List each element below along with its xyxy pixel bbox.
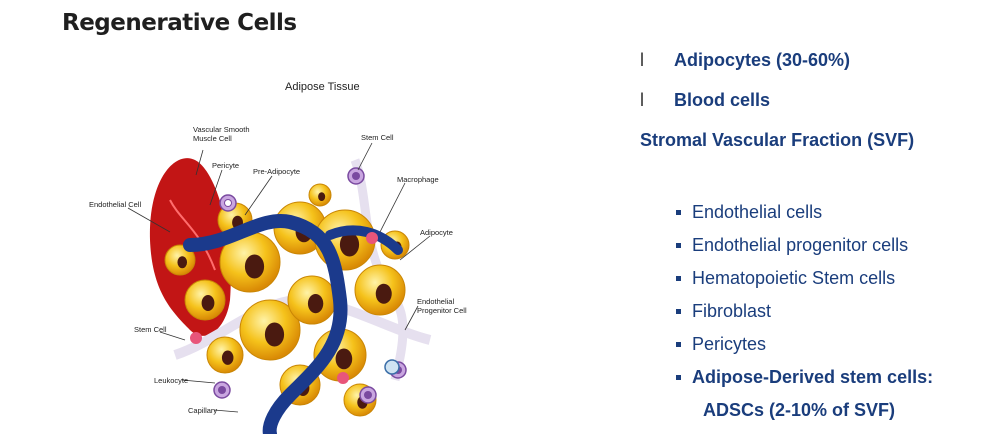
adipocyte-nucleus — [318, 192, 326, 202]
macrophage-cell — [366, 232, 378, 244]
label-leader-line — [357, 142, 373, 171]
label-epc-line1: Endothelial — [417, 297, 455, 306]
stem-cell-nucleus — [218, 386, 226, 394]
label-vsmc-line2: Muscle Cell — [193, 134, 232, 143]
adipose-tissue-figure: Adipose Tissue Vascular Smooth Muscle Ce… — [89, 81, 467, 434]
label-leader-line — [195, 149, 204, 176]
macrophage-cell — [190, 332, 202, 344]
label-stem-cell-left: Stem Cell — [134, 325, 167, 334]
endothelial-progenitor-cell — [384, 359, 400, 375]
square-bullet-icon — [676, 276, 681, 281]
adipocyte-nucleus — [177, 256, 188, 269]
square-bullet-icon — [676, 309, 681, 314]
svf-item-text: Fibroblast — [692, 301, 772, 321]
macrophage-cell — [337, 372, 349, 384]
stem-cell-nucleus — [352, 172, 360, 180]
svf-item: Endothelial progenitor cells — [676, 235, 933, 268]
capillary-vessel — [183, 213, 348, 434]
label-leader-line — [159, 331, 186, 341]
adipocyte-nucleus — [307, 294, 324, 314]
label-endothelial-cell: Endothelial Cell — [89, 200, 142, 209]
label-pre-adipocyte: Pre-Adipocyte — [253, 167, 301, 176]
svf-item-text: Endothelial progenitor cells — [692, 235, 909, 255]
bar-item-adipocytes: l Adipocytes (30-60%) — [640, 50, 850, 71]
svf-list: Endothelial cells Endothelial progenitor… — [676, 202, 933, 400]
capillary-vessel-branch — [325, 225, 403, 255]
adipocyte-nucleus — [335, 348, 353, 370]
slide-title: Regenerative Cells — [62, 10, 297, 36]
svf-item-continuation: ADSCs (2-10% of SVF) — [703, 400, 896, 420]
label-leader-line — [209, 169, 223, 206]
label-pericyte: Pericyte — [212, 161, 240, 170]
bar-marker: l — [640, 50, 644, 70]
svf-item-text: Pericytes — [692, 334, 767, 354]
label-vsmc-line1: Vascular Smooth — [193, 125, 250, 134]
label-leader-line — [399, 235, 431, 261]
label-vascular-smooth-muscle: Vascular Smooth Muscle Cell — [193, 125, 250, 143]
adipose-illustration — [127, 142, 432, 434]
svf-item-text: Adipose-Derived stem cells: — [692, 367, 934, 387]
adipocyte-nucleus — [201, 295, 215, 311]
label-endothelial-progenitor: Endothelial Progenitor Cell — [417, 297, 467, 315]
svf-item: Pericytes — [676, 334, 933, 367]
svf-item-text: Endothelial cells — [692, 202, 823, 222]
label-leukocyte: Leukocyte — [154, 376, 189, 385]
bar-marker: l — [640, 90, 644, 110]
adipocyte-nucleus — [221, 350, 234, 365]
square-bullet-icon — [676, 342, 681, 347]
label-leader-line — [379, 182, 406, 233]
label-adipocyte: Adipocyte — [420, 228, 453, 237]
figure-title: Adipose Tissue — [285, 81, 360, 93]
square-bullet-icon — [676, 375, 681, 380]
bar-item-text: Adipocytes (30-60%) — [674, 50, 851, 70]
adipocyte-nucleus — [264, 322, 285, 347]
label-leader-line — [213, 409, 239, 413]
label-stem-cell-top: Stem Cell — [361, 133, 394, 142]
label-leader-line — [244, 175, 273, 216]
label-capillary: Capillary — [188, 406, 218, 415]
square-bullet-icon — [676, 210, 681, 215]
stem-cell-highlight — [225, 200, 231, 206]
label-leader-line — [181, 379, 216, 384]
muscle-highlight — [169, 199, 216, 271]
label-macrophage: Macrophage — [397, 175, 439, 184]
label-leader-line — [404, 305, 419, 331]
adipocyte-nucleus — [244, 254, 265, 279]
svf-item-text: Hematopoietic Stem cells — [692, 268, 896, 288]
svf-item: Adipose-Derived stem cells: — [676, 367, 933, 400]
svf-item: Endothelial cells — [676, 202, 933, 235]
bar-item-text: Blood cells — [674, 90, 771, 110]
svf-heading: Stromal Vascular Fraction (SVF) — [640, 130, 915, 150]
label-leader-line — [127, 207, 171, 233]
adipocyte-nucleus — [339, 232, 360, 257]
svf-item: Hematopoietic Stem cells — [676, 268, 933, 301]
square-bullet-icon — [676, 243, 681, 248]
adipocyte-nucleus — [375, 283, 392, 304]
stem-cell-nucleus — [364, 391, 372, 399]
label-epc-line2: Progenitor Cell — [417, 306, 467, 315]
svf-item: Fibroblast — [676, 301, 933, 334]
bar-item-blood-cells: l Blood cells — [640, 90, 770, 111]
